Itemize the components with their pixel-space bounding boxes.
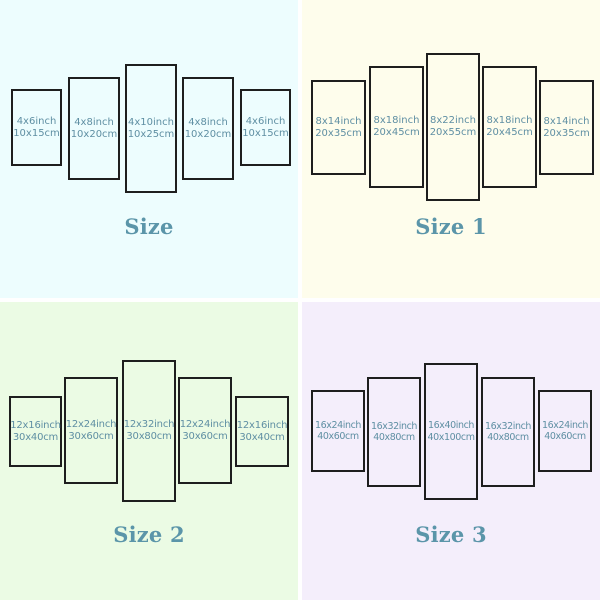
- panel-inch-label: 4x8inch: [74, 116, 114, 128]
- panel-cm-label: 30x40cm: [239, 431, 285, 443]
- canvas-panel-2: 12x24inch 30x60cm: [64, 377, 118, 484]
- size-3-caption: Size 3: [415, 522, 487, 547]
- panel-cm-label: 10x15cm: [13, 127, 60, 139]
- panel-inch-label: 8x14inch: [315, 115, 362, 127]
- canvas-panel-4: 16x32inch 40x80cm: [481, 377, 535, 487]
- panel-inch-label: 16x32inch: [484, 420, 532, 432]
- panel-cm-label: 10x20cm: [70, 128, 118, 140]
- panel-inch-label: 8x18inch: [486, 115, 533, 127]
- size-1-caption: Size 1: [415, 214, 487, 239]
- size-caption: Size: [124, 214, 174, 239]
- canvas-panel-2: 16x32inch 40x80cm: [367, 377, 421, 487]
- panel-cm-label: 20x55cm: [429, 127, 477, 138]
- panel-cm-label: 40x80cm: [487, 432, 529, 443]
- panel-inch-label: 8x14inch: [543, 115, 590, 127]
- panel-cm-label: 10x20cm: [184, 128, 232, 140]
- panel-cm-label: 40x100cm: [427, 431, 475, 443]
- panel-inch-label: 16x24inch: [541, 419, 589, 431]
- panel-inch-label: 12x16inch: [10, 419, 61, 431]
- panel-cm-label: 30x40cm: [12, 431, 59, 443]
- panel-cm-label: 20x35cm: [315, 127, 362, 139]
- panel-inch-label: 4x6inch: [16, 115, 57, 127]
- panel-cm-label: 30x60cm: [182, 430, 228, 442]
- quadrant-size-3: 16x24inch 40x60cm 16x32inch 40x80cm 16x4…: [302, 302, 600, 600]
- panel-inch-label: 4x10inch: [128, 116, 174, 128]
- canvas-panel-5: 12x16inch 30x40cm: [235, 396, 289, 467]
- canvas-panel-2: 4x8inch 10x20cm: [68, 77, 120, 180]
- panel-cm-label: 20x35cm: [543, 127, 590, 139]
- canvas-panel-2: 8x18inch 20x45cm: [369, 66, 424, 188]
- panel-inch-label: 12x16inch: [236, 419, 288, 431]
- quadrant-size-1: 8x14inch 20x35cm 8x18inch 20x45cm 8x22in…: [302, 0, 600, 298]
- panel-inch-label: 12x24inch: [179, 418, 231, 430]
- panel-inch-label: 12x32inch: [123, 419, 175, 431]
- panel-cm-label: 20x45cm: [486, 127, 533, 138]
- canvas-panel-3: 8x22inch 20x55cm: [426, 53, 480, 201]
- panel-inch-label: 16x32inch: [370, 420, 418, 432]
- canvas-panel-1: 12x16inch 30x40cm: [9, 396, 62, 467]
- panel-inch-label: 8x18inch: [373, 115, 420, 127]
- size-2-caption: Size 2: [113, 522, 185, 547]
- canvas-panel-1: 4x6inch 10x15cm: [11, 89, 62, 166]
- quadrant-size-2: 12x16inch 30x40cm 12x24inch 30x60cm 12x3…: [0, 302, 298, 600]
- canvas-panel-3: 16x40inch 40x100cm: [424, 363, 478, 500]
- canvas-panel-3: 12x32inch 30x80cm: [122, 360, 176, 502]
- canvas-panel-1: 8x14inch 20x35cm: [311, 80, 366, 175]
- panel-inch-label: 4x6inch: [245, 115, 286, 127]
- panel-cm-label: 40x60cm: [317, 431, 359, 442]
- canvas-panel-4: 12x24inch 30x60cm: [178, 377, 232, 484]
- quadrant-size: 4x6inch 10x15cm 4x8inch 10x20cm 4x10inch…: [0, 0, 298, 298]
- panel-inch-label: 8x22inch: [430, 115, 476, 127]
- panel-cm-label: 20x45cm: [373, 127, 420, 138]
- panel-cm-label: 10x25cm: [127, 128, 175, 140]
- panel-cm-label: 10x15cm: [242, 127, 289, 139]
- canvas-panel-5: 8x14inch 20x35cm: [539, 80, 594, 175]
- panel-inch-label: 12x24inch: [65, 418, 117, 430]
- canvas-panel-4: 8x18inch 20x45cm: [482, 66, 537, 188]
- panel-cm-label: 30x60cm: [68, 430, 114, 442]
- canvas-panel-4: 4x8inch 10x20cm: [182, 77, 234, 180]
- canvas-panel-5: 4x6inch 10x15cm: [240, 89, 291, 166]
- panel-cm-label: 40x80cm: [373, 432, 415, 443]
- canvas-panel-1: 16x24inch 40x60cm: [311, 390, 365, 472]
- panel-inch-label: 16x24inch: [314, 419, 362, 431]
- panel-inch-label: 4x8inch: [188, 116, 228, 128]
- canvas-panel-5: 16x24inch 40x60cm: [538, 390, 592, 472]
- canvas-panel-3: 4x10inch 10x25cm: [125, 64, 177, 193]
- panel-cm-label: 30x80cm: [126, 431, 172, 442]
- panel-inch-label: 16x40inch: [427, 420, 475, 432]
- panel-cm-label: 40x60cm: [544, 431, 586, 442]
